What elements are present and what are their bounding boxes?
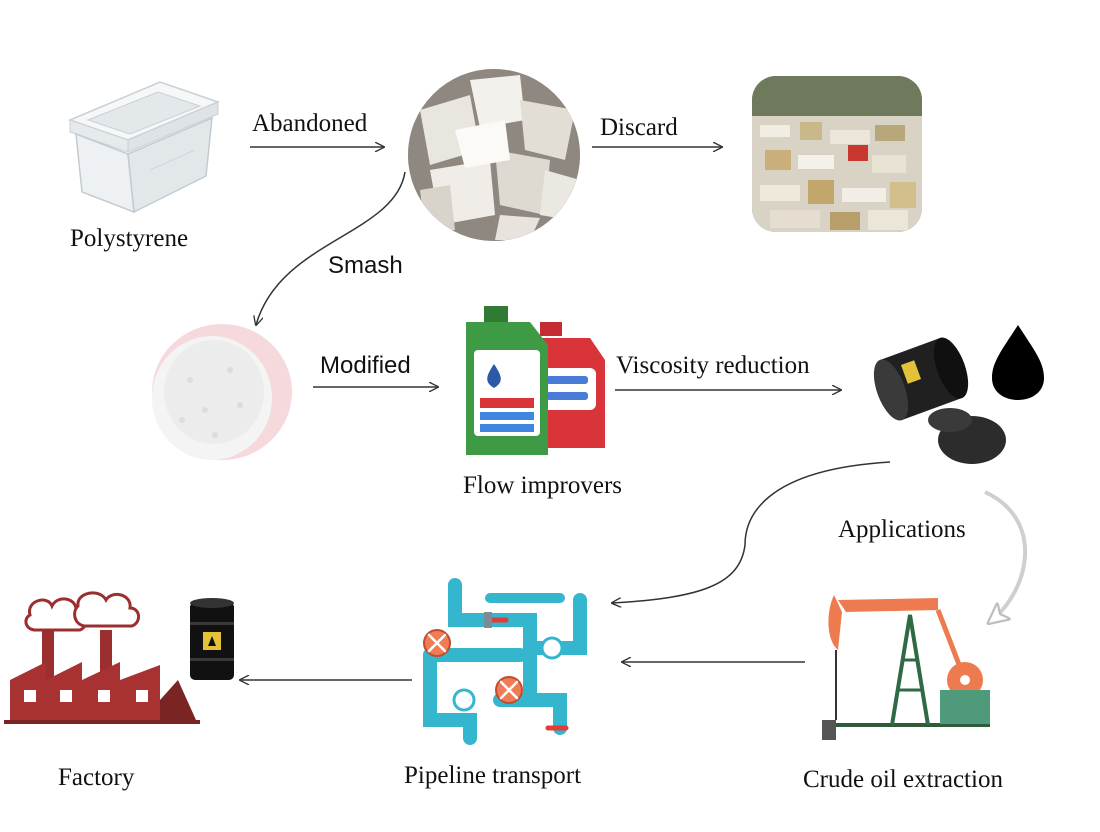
factory-label: Factory	[58, 764, 135, 791]
viscosity-reduction-label: Viscosity reduction	[616, 352, 810, 379]
applications-label: Applications	[838, 516, 966, 543]
modified-label: Modified	[320, 352, 411, 379]
pipeline-valves-icon	[423, 578, 587, 745]
oil-drop-icon	[992, 325, 1044, 400]
pipeline-transport-label: Pipeline transport	[404, 762, 582, 789]
smash-arrow	[256, 171, 406, 325]
oil-barrel-icon	[190, 598, 234, 680]
applications-arrow	[984, 490, 1027, 622]
polystyrene-label: Polystyrene	[70, 225, 189, 252]
foam-fragments-icon	[408, 69, 580, 241]
flow-improver-bottles-icon	[466, 306, 605, 455]
pumpjack-icon	[822, 595, 990, 740]
foam-box-icon	[67, 81, 221, 214]
crude-oil-extraction-label: Crude oil extraction	[803, 766, 1003, 793]
flow-improvers-label: Flow improvers	[463, 472, 623, 499]
oil-barrel-spill-icon	[873, 337, 1006, 464]
to-pipeline-curved-arrow	[612, 461, 891, 603]
waste-dump-icon	[752, 76, 922, 232]
factory-icon	[4, 591, 200, 724]
abandoned-label: Abandoned	[252, 110, 368, 137]
discard-label: Discard	[600, 114, 678, 141]
white-powder-icon	[152, 324, 292, 460]
smash-label: Smash	[328, 252, 403, 279]
